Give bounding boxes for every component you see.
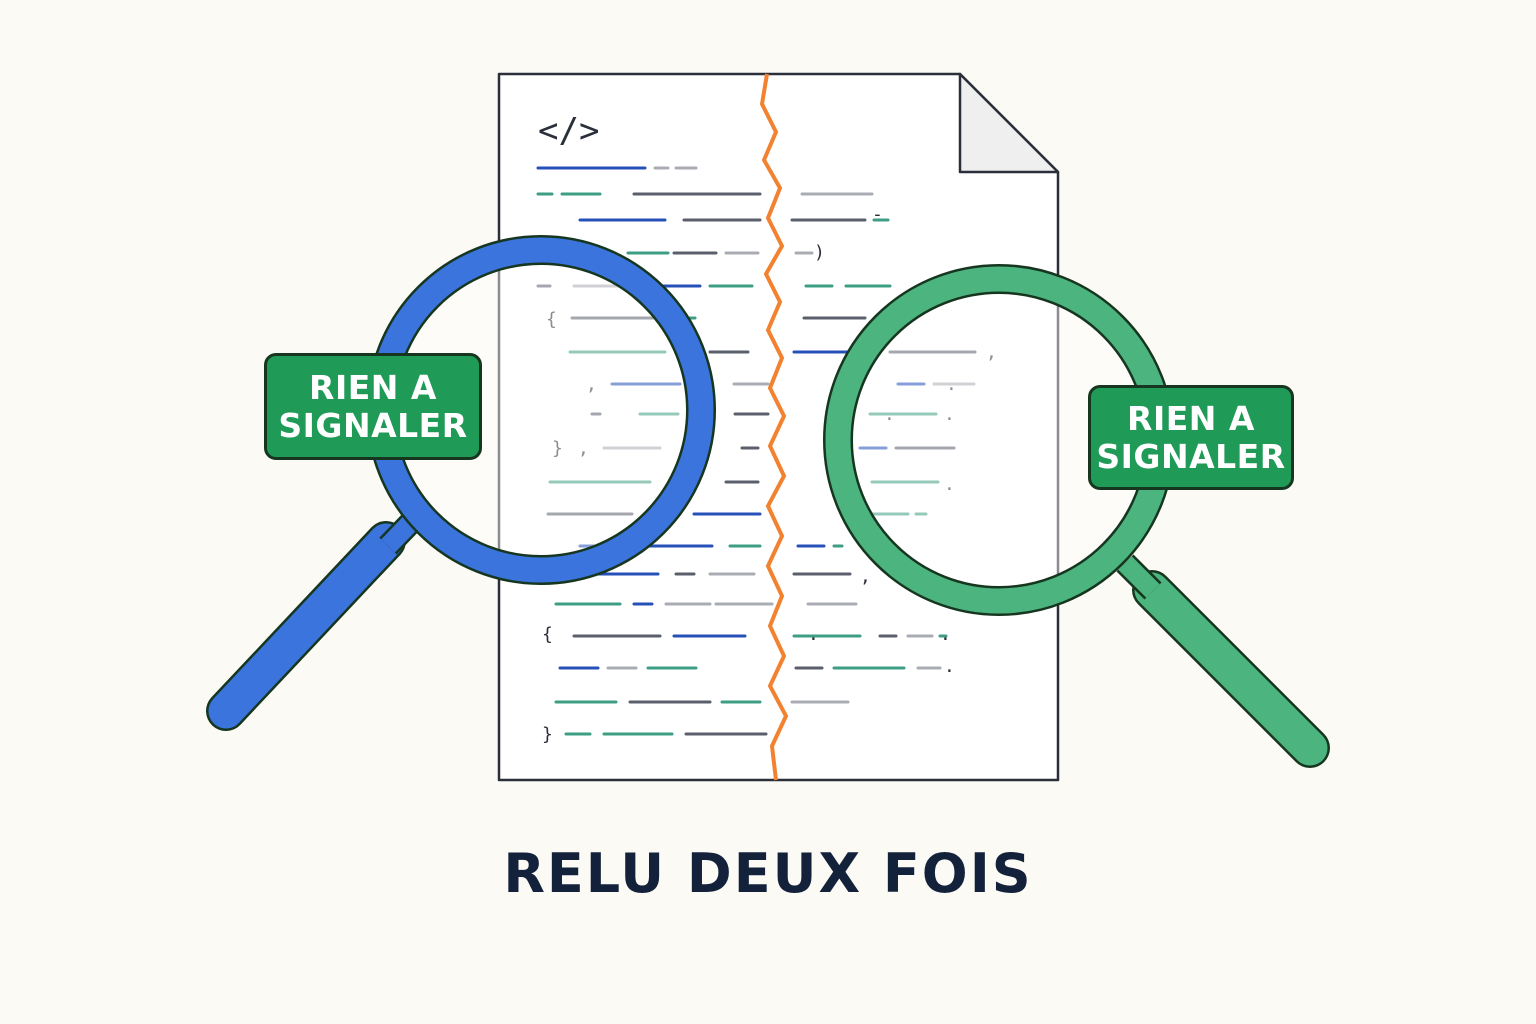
- code-document: </> {,}, {}),,..... -..: [497, 72, 1060, 782]
- left-badge-line-2: SIGNALER: [278, 405, 468, 445]
- code-glyph: .: [944, 404, 955, 425]
- code-glyph: .: [940, 624, 951, 645]
- code-glyph: .: [884, 404, 895, 425]
- code-glyph: .: [944, 474, 955, 495]
- code-tag-icon: </>: [538, 111, 599, 151]
- code-glyph: ,: [578, 438, 589, 459]
- code-glyph: {: [546, 309, 557, 330]
- code-glyph: ): [814, 242, 825, 263]
- right-badge-line-1: RIEN A: [1127, 398, 1255, 438]
- code-glyph: }: [542, 724, 553, 745]
- code-glyphs: {,}, {}),,..... -..: [542, 204, 997, 745]
- right-status-badge: RIEN A SIGNALER: [1088, 385, 1294, 490]
- right-magnifier-handle: [1134, 572, 1328, 766]
- caption-title: RELU DEUX FOIS: [503, 842, 1033, 905]
- code-glyph: .: [944, 656, 955, 677]
- code-glyph: ,: [586, 374, 597, 395]
- left-status-badge: RIEN A SIGNALER: [264, 353, 482, 460]
- left-magnifier-icon: [206, 235, 716, 731]
- left-magnifier-handle: [208, 523, 404, 729]
- code-lines: [536, 166, 977, 736]
- code-glyph: ,: [860, 566, 871, 587]
- document-tear-line: [759, 73, 789, 781]
- left-badge-line-1: RIEN A: [309, 367, 437, 407]
- code-glyph: ,: [986, 342, 997, 363]
- right-badge-line-2: SIGNALER: [1096, 436, 1286, 476]
- document-folded-corner: [958, 72, 1060, 174]
- right-magnifier-collar: [1118, 556, 1160, 598]
- code-glyph: }: [552, 438, 563, 459]
- code-glyph: -: [872, 204, 883, 225]
- code-glyph: .: [808, 624, 819, 645]
- code-glyph: {: [542, 624, 553, 645]
- code-glyph: .: [946, 374, 957, 395]
